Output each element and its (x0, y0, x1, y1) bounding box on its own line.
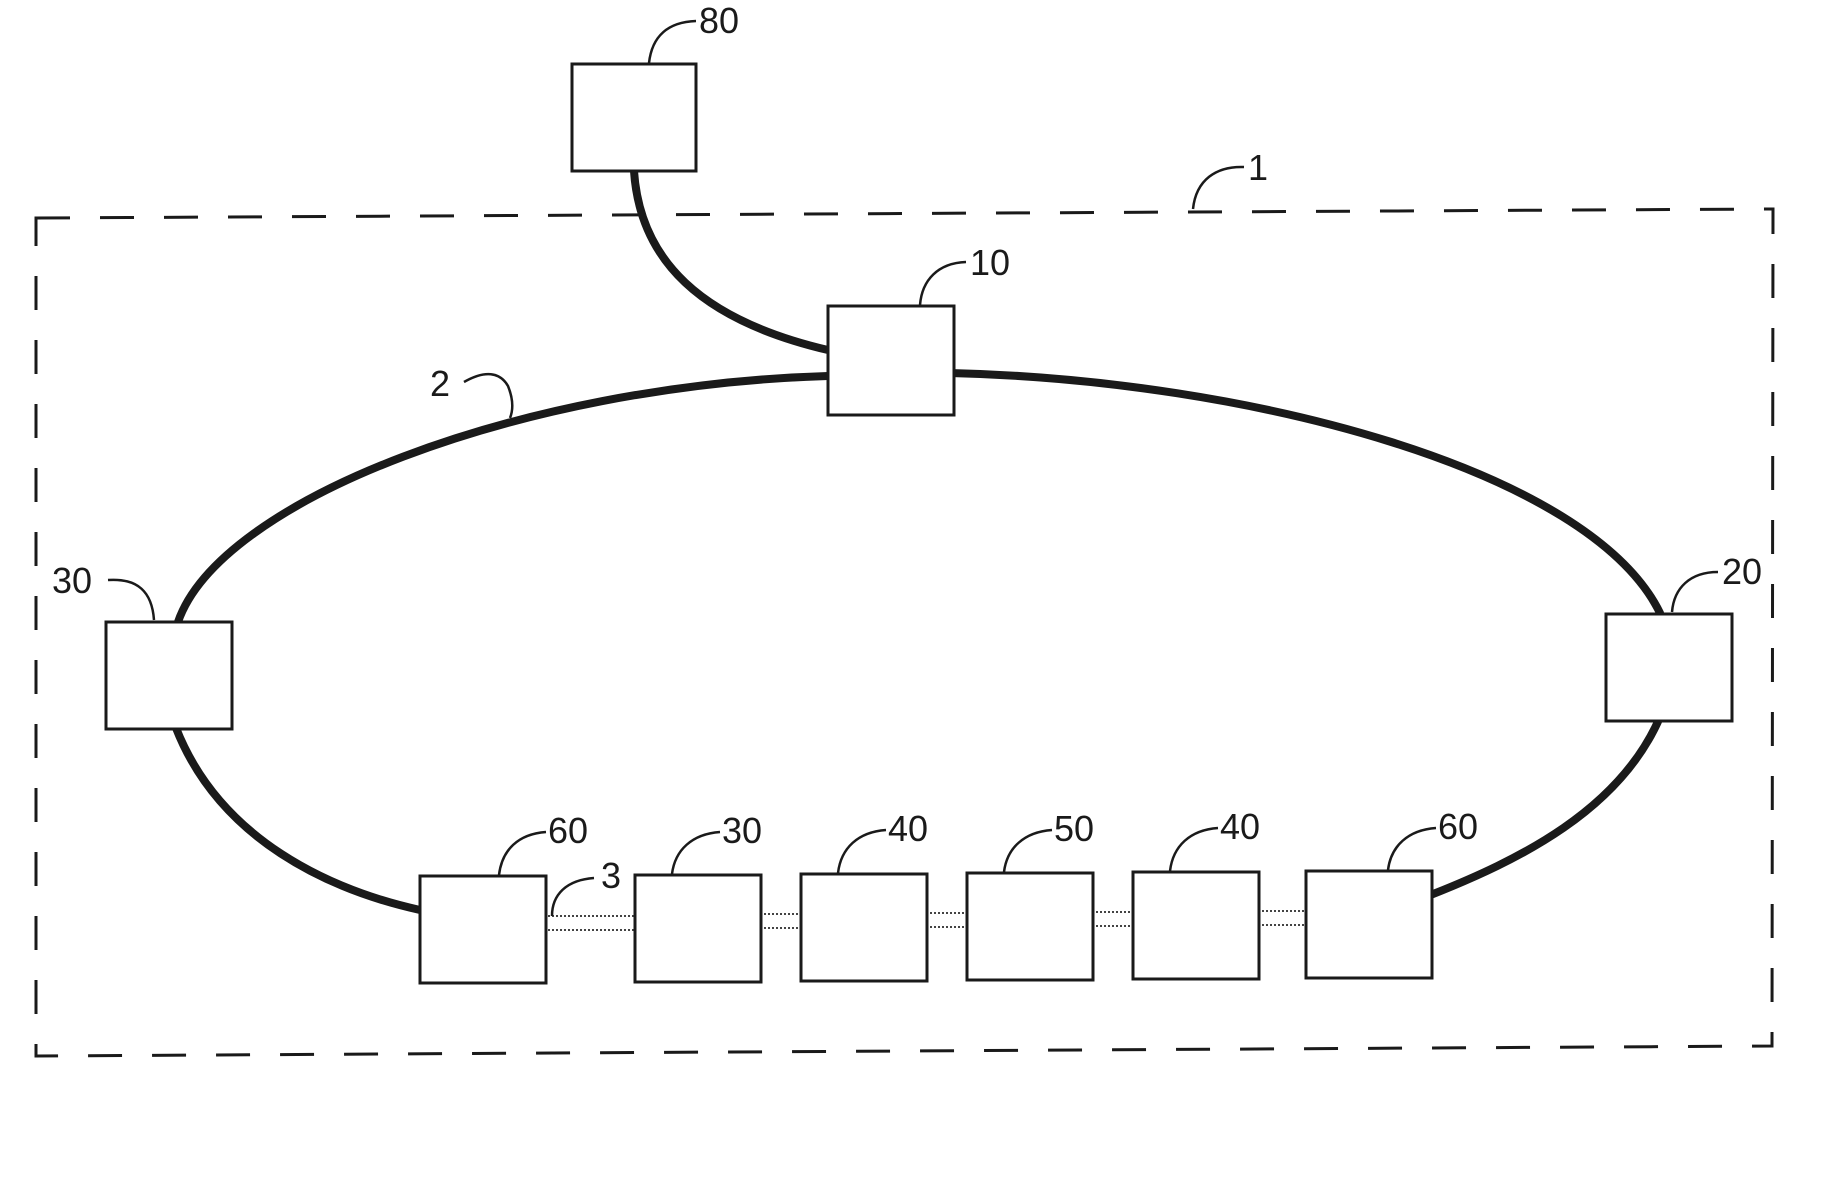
external-node-box (570, 62, 698, 173)
ref-label-bottom-node: 50 (1054, 808, 1094, 849)
bottom-node-box (1304, 869, 1434, 980)
dotted-link (760, 913, 800, 929)
dotted-link (926, 912, 966, 928)
external-connection-line (630, 167, 832, 354)
leader-bottom-node (670, 830, 721, 875)
leader-right-node (1670, 570, 1719, 613)
ring-upper-arc (174, 369, 1664, 626)
ref-label-right-node: 20 (1722, 551, 1762, 592)
leader-external-node (647, 19, 697, 64)
ref-label-left-node: 30 (52, 560, 92, 601)
right-node-box (1604, 612, 1734, 723)
leader-bottom-node (1168, 826, 1219, 872)
bottom-node-box (1131, 870, 1261, 981)
ring-lower-right-arc (1424, 713, 1664, 900)
dotted-link (548, 915, 634, 931)
dotted-link (1092, 911, 1132, 927)
ref-label-bottom-node: 40 (888, 808, 928, 849)
leader-link (550, 876, 595, 917)
leader-bottom-node (1002, 828, 1053, 873)
left-node-box (104, 620, 234, 731)
dashed-system-boundary (34, 207, 1775, 1058)
ring-lower-left-arc (172, 724, 424, 914)
ref-label-external-node: 80 (699, 0, 739, 41)
leader-bottom-node (1386, 826, 1437, 871)
leader-top-node (918, 260, 967, 306)
ref-label-bottom-node: 60 (1438, 806, 1478, 847)
bottom-node-box (418, 874, 548, 985)
leader-ring (463, 373, 514, 419)
bottom-node-box (633, 873, 763, 984)
ref-label-bottom-node: 40 (1220, 806, 1260, 847)
leader-left-node (107, 578, 156, 621)
leader-bottom-node (497, 830, 547, 876)
ref-label-bottom-node: 30 (722, 810, 762, 851)
dotted-link (1258, 910, 1304, 926)
ref-label-frame: 1 (1248, 147, 1268, 188)
bottom-node-box (799, 872, 929, 983)
bottom-node-box (965, 871, 1095, 982)
leader-bottom-node (836, 828, 887, 874)
ref-label-bottom-node: 60 (548, 810, 588, 851)
ref-label-link: 3 (601, 855, 621, 896)
ref-label-ring: 2 (430, 363, 450, 404)
ref-label-top-node: 10 (970, 242, 1010, 283)
top-node-box (826, 304, 956, 417)
leader-frame (1191, 165, 1245, 210)
dotted-links (548, 910, 1304, 931)
